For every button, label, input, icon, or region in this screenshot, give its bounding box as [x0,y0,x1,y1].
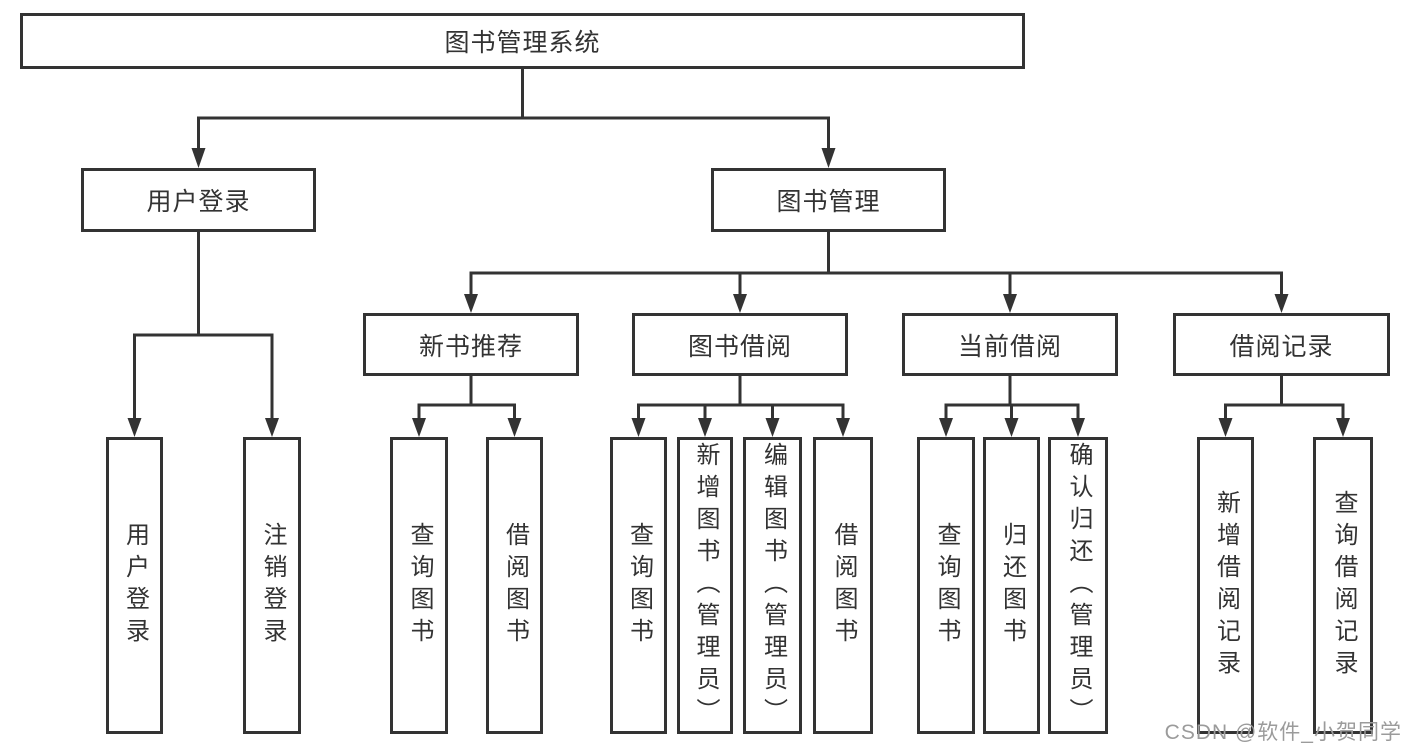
leaf-cb-confirm-return-admin: 确认归还（管理员） [1048,437,1108,734]
node-user-login: 用户登录 [81,168,316,232]
node-book-borrow: 图书借阅 [632,313,848,376]
node-book-management: 图书管理 [711,168,946,232]
leaf-logout: 注销登录 [243,437,301,734]
leaf-bb-edit-book-admin: 编辑图书（管理员） [743,437,802,734]
csdn-watermark: CSDN @软件_小贺同学 [1164,721,1402,744]
leaf-br-add-record: 新增借阅记录 [1197,437,1254,734]
leaf-bb-add-book-admin: 新增图书（管理员） [677,437,733,734]
node-root-system: 图书管理系统 [20,13,1025,69]
leaf-cb-query-book: 查询图书 [917,437,975,734]
node-current-borrow: 当前借阅 [902,313,1118,376]
connector-lines [133,69,1345,422]
leaf-br-query-record: 查询借阅记录 [1313,437,1373,734]
leaf-nbr-borrow-book: 借阅图书 [486,437,543,734]
leaf-bb-borrow-book: 借阅图书 [813,437,873,734]
node-borrow-record: 借阅记录 [1173,313,1390,376]
leaf-bb-query-book: 查询图书 [610,437,667,734]
leaf-user-login: 用户登录 [106,437,163,734]
leaf-cb-return-book: 归还图书 [983,437,1040,734]
node-new-book-recommend: 新书推荐 [363,313,579,376]
leaf-nbr-query-book: 查询图书 [390,437,448,734]
